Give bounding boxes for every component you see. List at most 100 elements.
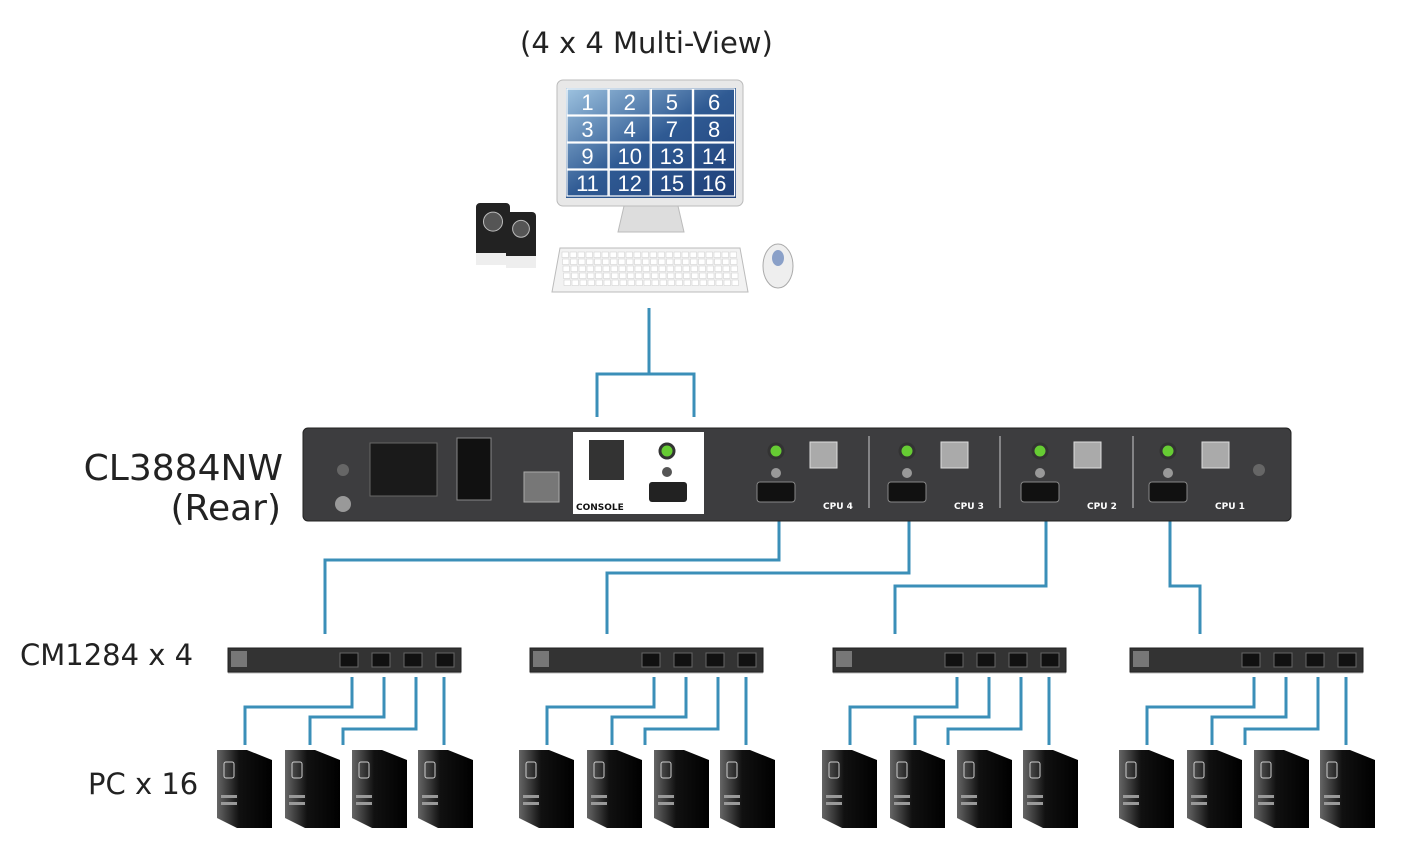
kvm-rear-panel: CONSOLE [302,427,1292,522]
screen-cell [566,142,609,170]
adapters-label: CM1284 x 4 [20,638,194,672]
key [635,272,643,279]
key [650,258,658,265]
cm1284-power [836,651,852,667]
key [682,265,690,272]
screen-number: 16 [702,171,726,196]
pc-slot [356,795,372,798]
key [731,279,739,286]
cable-pc [1243,677,1320,745]
pc-slot [1123,802,1139,805]
key [643,279,651,286]
key [602,265,610,272]
pc-slot [289,802,305,805]
led-indicator [337,464,349,476]
key [611,279,619,286]
pc-drive-bay [1125,761,1137,779]
cpu-port-label: CPU 2 [1087,502,1117,512]
key [594,258,602,265]
key [626,265,634,272]
screen-number: 5 [666,90,678,115]
pc-slot [591,795,607,798]
key [731,272,739,279]
key [602,258,610,265]
key [666,258,674,265]
key [714,265,722,272]
screen-number: 4 [624,117,636,142]
cable-pc [946,677,1023,745]
pc-slot [1027,795,1043,798]
pc-case [587,750,642,828]
screen-number: 7 [666,117,678,142]
key [586,258,594,265]
console-cable-split [595,372,696,417]
screen-cell [608,88,651,116]
key [593,251,601,258]
cpu-port-group: CPU 3 [887,436,1001,512]
cable-pc [610,677,688,745]
screen-number: 13 [660,144,684,169]
pc-case [285,750,340,828]
pc-slot [289,795,305,798]
key [690,258,698,265]
pc-drive-bay [726,761,738,779]
screen-cell [650,88,694,116]
cable-pc [545,677,656,745]
screen-number: 14 [702,144,726,169]
pc-slot [523,802,539,805]
key [674,265,682,272]
screen-number: 2 [624,90,636,115]
key [563,272,571,279]
pc-drive-bay [291,761,303,779]
cm1284-port [435,652,455,668]
key [667,272,675,279]
pc-slot [1191,802,1207,805]
pc-slot [1324,802,1340,805]
pc-tower [654,750,709,828]
cm1284-port [641,652,661,668]
lan-port [523,471,560,503]
key [705,251,713,258]
key [649,251,657,258]
screen-number: 15 [660,171,684,196]
mic-jack [662,467,672,477]
cm1284-unit [227,647,462,674]
speaker-woofer [482,211,504,232]
pc-slot [422,802,438,805]
cm1284-unit [832,647,1067,674]
cm1284-port [673,652,693,668]
diagram-title: (4 x 4 Multi-View) [520,26,773,60]
key [642,265,650,272]
audio-jack [1159,442,1177,460]
key [666,265,674,272]
pc-slot [221,802,237,805]
pc-slot [1324,795,1340,798]
key [618,265,626,272]
cm1284-port [339,652,359,668]
pc-slot [961,802,977,805]
pc-tower [1119,750,1174,828]
pc-tower [1187,750,1242,828]
key [610,258,618,265]
key [578,258,586,265]
key [683,272,691,279]
speaker [476,203,510,265]
screen-cell [566,169,609,197]
cpu-port-label: CPU 1 [1215,502,1245,512]
key [577,251,585,258]
cm1284-port [944,652,964,668]
cable-pc [848,677,959,745]
key [699,279,707,286]
pc-case [890,750,945,828]
pc-case [822,750,877,828]
cm1284-unit [529,647,764,674]
key [571,272,579,279]
pc-drive-bay [828,761,840,779]
pc-tower [519,750,574,828]
pc-tower [890,750,945,828]
pc-drive-bay [1029,761,1041,779]
key [619,279,627,286]
key [603,279,611,286]
pc-case [1023,750,1078,828]
